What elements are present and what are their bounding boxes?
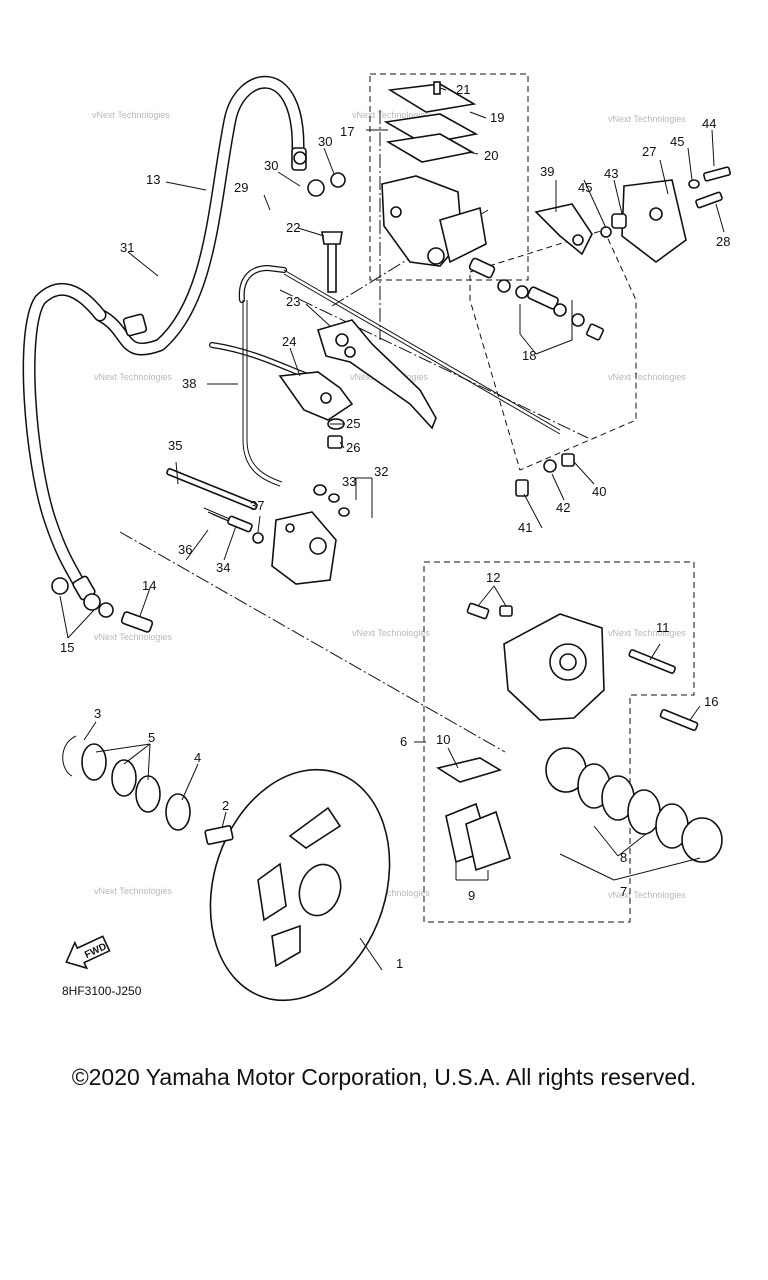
washer-4 bbox=[165, 793, 191, 831]
callout: 4 bbox=[194, 750, 201, 765]
callout: 36 bbox=[178, 542, 192, 557]
callout: 21 bbox=[456, 82, 470, 97]
callout: 23 bbox=[286, 294, 300, 309]
callout: 13 bbox=[146, 172, 160, 187]
callout: 16 bbox=[704, 694, 718, 709]
callout: 41 bbox=[518, 520, 532, 535]
callout: 22 bbox=[286, 220, 300, 235]
callout: 43 bbox=[604, 166, 618, 181]
callout: 28 bbox=[716, 234, 730, 249]
bolt-35 bbox=[166, 468, 258, 510]
watermark: vNext Technologies bbox=[608, 372, 686, 382]
callout: 39 bbox=[540, 164, 554, 179]
hose-fitting bbox=[51, 577, 154, 633]
callout: 7 bbox=[620, 884, 627, 899]
callout: 5 bbox=[148, 730, 155, 745]
callout: 17 bbox=[340, 124, 354, 139]
watermark: vNext Technologies bbox=[352, 628, 430, 638]
callout: 25 bbox=[346, 416, 360, 431]
reservoir-cap bbox=[387, 83, 477, 113]
callout: 40 bbox=[592, 484, 606, 499]
diagram-code: 8HF3100-J250 bbox=[62, 984, 142, 998]
watermark: vNext Technologies bbox=[92, 110, 170, 120]
callout: 26 bbox=[346, 440, 360, 455]
callouts: 1 2 3 4 5 6 7 8 9 10 11 12 13 14 15 16 1… bbox=[60, 82, 730, 971]
callout: 33 bbox=[342, 474, 356, 489]
callout: 12 bbox=[486, 570, 500, 585]
callout: 10 bbox=[436, 732, 450, 747]
fasteners bbox=[515, 453, 575, 497]
brake-pads bbox=[435, 757, 511, 872]
leader-lines bbox=[59, 87, 725, 971]
callout: 30 bbox=[318, 134, 332, 149]
watermark: vNext Technologies bbox=[352, 888, 430, 898]
brake-hose bbox=[22, 75, 307, 601]
caliper-seals bbox=[545, 747, 723, 863]
callout: 18 bbox=[522, 348, 536, 363]
callout: 14 bbox=[142, 578, 156, 593]
master-cylinder bbox=[293, 81, 487, 293]
watermark: vNext Technologies bbox=[94, 632, 172, 642]
callout: 27 bbox=[642, 144, 656, 159]
callout: 44 bbox=[702, 116, 716, 131]
bracket-27 bbox=[621, 179, 687, 263]
clip-3 bbox=[62, 735, 77, 777]
callout: 32 bbox=[374, 464, 388, 479]
lever-bracket-24 bbox=[278, 371, 354, 421]
callout: 34 bbox=[216, 560, 230, 575]
diaphragm bbox=[385, 133, 475, 163]
watermark: vNext Technologies bbox=[94, 886, 172, 896]
watermark: vNext Technologies bbox=[352, 110, 430, 120]
callout: 20 bbox=[484, 148, 498, 163]
callout: 3 bbox=[94, 706, 101, 721]
spring-10 bbox=[435, 757, 502, 783]
key-2 bbox=[204, 825, 234, 845]
caliper-group-box bbox=[423, 561, 695, 923]
callout: 38 bbox=[182, 376, 196, 391]
callout: 11 bbox=[656, 620, 670, 635]
callout: 31 bbox=[120, 240, 134, 255]
auxiliary-caliper bbox=[166, 468, 350, 585]
master-cylinder-group-box bbox=[369, 73, 529, 281]
callout: 6 bbox=[400, 734, 407, 749]
callout: 35 bbox=[168, 438, 182, 453]
parts-diagram: vNext Technologies vNext Technologies vN… bbox=[22, 73, 731, 1002]
pad-9b bbox=[465, 810, 511, 872]
arm-39 bbox=[534, 203, 593, 256]
callout: 9 bbox=[468, 888, 475, 903]
pedal-bracket bbox=[534, 166, 731, 263]
brake-cable bbox=[209, 264, 561, 487]
main-caliper bbox=[466, 602, 699, 732]
callout: 19 bbox=[490, 110, 504, 125]
callout: 45 bbox=[670, 134, 684, 149]
copyright-notice: ©2020 Yamaha Motor Corporation, U.S.A. A… bbox=[71, 1064, 697, 1090]
watermark: vNext Technologies bbox=[608, 114, 686, 124]
brake-lever bbox=[278, 319, 437, 449]
callout: 45 bbox=[578, 180, 592, 195]
callout: 42 bbox=[556, 500, 570, 515]
callout: 15 bbox=[60, 640, 74, 655]
fwd-arrow: FWD bbox=[65, 935, 111, 970]
callout: 8 bbox=[620, 850, 627, 865]
callout: 30 bbox=[264, 158, 278, 173]
piston-kit-group-box bbox=[469, 229, 637, 471]
callout: 2 bbox=[222, 798, 229, 813]
diaphragm-plate bbox=[383, 113, 479, 145]
callout: 24 bbox=[282, 334, 296, 349]
piston-kit bbox=[468, 257, 605, 341]
watermark: vNext Technologies bbox=[608, 890, 686, 900]
callout: 37 bbox=[250, 498, 264, 513]
callout: 1 bbox=[396, 956, 403, 971]
callout: 29 bbox=[234, 180, 248, 195]
watermark: vNext Technologies bbox=[94, 372, 172, 382]
watermark: vNext Technologies bbox=[608, 628, 686, 638]
watermarks: vNext Technologies vNext Technologies vN… bbox=[92, 110, 686, 900]
rotor-assembly bbox=[62, 735, 391, 1002]
